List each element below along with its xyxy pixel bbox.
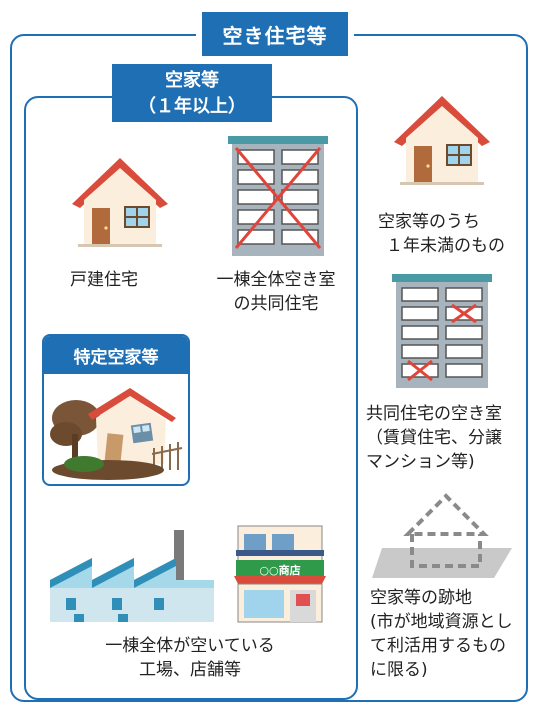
vacant-apartment-label-line2: の共同住宅: [233, 294, 319, 314]
factory-icon: [50, 530, 214, 622]
shop-icon: [234, 525, 326, 623]
vacant-apartment-label: 一棟全体空き室 の共同住宅: [196, 268, 356, 316]
vacant-site-label-line2: (市が地域資源とし: [370, 612, 513, 632]
inner-title-line1: 空家等: [165, 70, 219, 91]
under-one-year-label-line2: １年未満のもの: [386, 236, 505, 256]
special-vacant-title: 特定空家等: [44, 336, 188, 374]
factory-shop-label: 一棟全体が空いている 工場、店舗等: [40, 634, 340, 682]
vacant-site-label-line1: 空家等の跡地: [370, 588, 472, 608]
partial-vacant-label-line2: （賃貸住宅、分譲: [366, 428, 502, 448]
partial-vacant-label-line3: マンション等): [366, 452, 475, 472]
partial-vacant-label-line1: 共同住宅の空き室: [366, 404, 502, 424]
vacant-apartment-label-line1: 一棟全体空き室: [216, 270, 336, 290]
vacant-site-label-line3: て利活用するもの: [370, 636, 506, 656]
detached-house-label: 戸建住宅: [70, 270, 138, 290]
special-vacant-box: 特定空家等: [42, 334, 190, 486]
under-one-year-label-line1: 空家等のうち: [378, 212, 480, 232]
outer-title: 空き住宅等: [202, 12, 348, 56]
dilapidated-house-icon: [50, 388, 183, 480]
house-under-one-year-icon: [394, 96, 490, 185]
inner-title-line2: （１年以上）: [138, 96, 246, 117]
under-one-year-label: 空家等のうち １年未満のもの: [378, 210, 528, 258]
house-icon: [72, 158, 168, 247]
partial-vacant-apartment-icon: [392, 274, 492, 388]
vacant-site-icon: [372, 493, 512, 578]
vacant-site-label-line4: に限る): [370, 660, 428, 680]
factory-shop-label-line1: 一棟全体が空いている: [105, 636, 275, 656]
vacant-apartment-icon: [228, 136, 328, 256]
inner-title: 空家等 （１年以上）: [112, 64, 272, 122]
partial-vacant-label: 共同住宅の空き室 （賃貸住宅、分譲 マンション等): [366, 402, 532, 474]
factory-shop-label-line2: 工場、店舗等: [139, 660, 241, 680]
vacant-site-label: 空家等の跡地 (市が地域資源とし て利活用するもの に限る): [370, 586, 530, 682]
shop-sign: ○○商店: [259, 564, 301, 577]
